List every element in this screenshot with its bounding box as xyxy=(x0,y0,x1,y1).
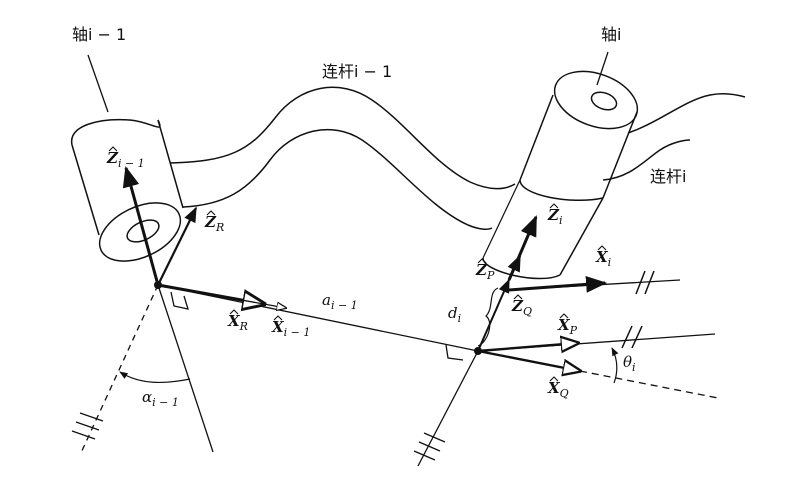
vector-label-z-r: ZR xyxy=(204,213,224,234)
vectors-frame-i xyxy=(477,215,719,399)
link-i-minus-1-body xyxy=(167,86,516,230)
common-normal-line xyxy=(157,283,479,361)
joint-cylinder-i-minus-1 xyxy=(71,118,184,265)
d-brace xyxy=(477,287,499,347)
vector-label-x-r: XR xyxy=(227,312,248,333)
theta-angle-arc xyxy=(611,347,619,384)
link-i-body xyxy=(602,93,746,181)
joint-cylinder-i xyxy=(482,70,639,280)
vector-label-z-p: ZP xyxy=(475,261,495,282)
param-label-a: ai − 1 xyxy=(322,291,358,312)
vectors-frame-r xyxy=(122,165,197,286)
axis-label-i-minus-1: 轴i − 1 xyxy=(72,25,126,44)
param-label-d: di xyxy=(448,304,461,325)
param-label-alpha: αi − 1 xyxy=(142,388,179,409)
vector-label-x-i: Xi xyxy=(595,248,611,269)
vector-label-x-i-minus-1: Xi − 1 xyxy=(271,318,310,339)
link-label-i: 连杆i xyxy=(650,167,686,186)
break-marks xyxy=(621,270,655,349)
vector-label-z-i-minus-1: Zi − 1 xyxy=(106,149,145,170)
vector-label-x-q: XQ xyxy=(547,379,569,400)
hat-marks xyxy=(108,146,607,382)
vector-label-x-p: XP xyxy=(557,316,578,337)
axis-line-i-minus-1 xyxy=(71,54,214,456)
param-label-theta: θi xyxy=(623,353,636,374)
axis-line-i xyxy=(413,51,609,467)
alpha-angle-arc xyxy=(119,371,191,384)
link-label-i-minus-1: 连杆i − 1 xyxy=(322,62,392,81)
vector-label-z-i: Zi xyxy=(547,206,562,227)
vector-label-z-q: ZQ xyxy=(511,297,532,318)
axis-label-i: 轴i xyxy=(601,25,621,44)
